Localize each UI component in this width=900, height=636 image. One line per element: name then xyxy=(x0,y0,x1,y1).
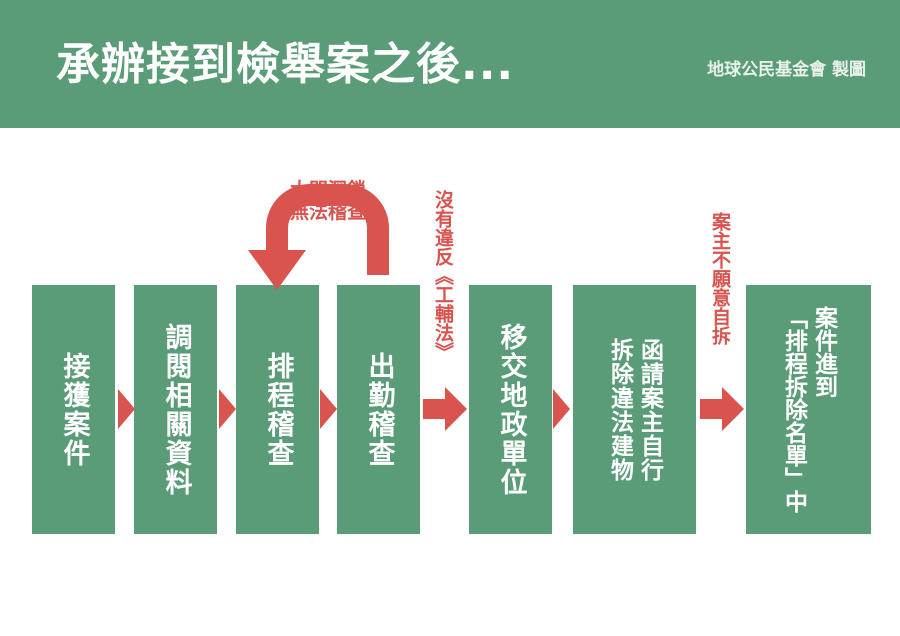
locked-gate-note: 大門深鎖 無法稽查 xyxy=(289,179,366,223)
large-flow-arrow-icon xyxy=(700,387,744,431)
flow-arrow-icon xyxy=(320,389,337,429)
large-flow-arrow-icon xyxy=(423,387,467,431)
flow-arrow-icon xyxy=(219,389,236,429)
step-transfer-land-office-label: 移交地政單位 xyxy=(495,322,527,497)
flow-arrow-icon xyxy=(118,389,135,429)
flow-arrow-icon xyxy=(553,389,570,429)
step-receive-case-label: 接獲案件 xyxy=(58,351,90,468)
step-schedule-inspection: 排程稽查 xyxy=(236,285,319,534)
step-request-self-demolition-label: 函請案主自行拆除違法建物 xyxy=(606,337,663,482)
no-violation-note: 沒有違反《工輔法》 xyxy=(432,190,454,361)
loop-back-arrow-icon xyxy=(248,184,389,290)
credit-text: 地球公民基金會 製圖 xyxy=(707,60,866,80)
step-demolition-schedule-list-label: 案件進到「排程拆除名單」中 xyxy=(780,306,837,513)
owner-refuses-note: 案主不願意自拆 xyxy=(709,212,731,345)
step-transfer-land-office: 移交地政單位 xyxy=(469,285,552,534)
step-receive-case: 接獲案件 xyxy=(32,285,115,534)
step-review-documents-label: 調閱相關資料 xyxy=(160,322,192,497)
step-field-inspection-label: 出勤稽查 xyxy=(363,351,395,468)
step-request-self-demolition: 函請案主自行拆除違法建物 xyxy=(573,285,696,534)
step-review-documents: 調閱相關資料 xyxy=(134,285,217,534)
step-demolition-schedule-list: 案件進到「排程拆除名單」中 xyxy=(746,285,871,534)
page-title: 承辦接到檢舉案之後... xyxy=(56,39,515,90)
step-field-inspection: 出勤稽查 xyxy=(337,285,420,534)
step-schedule-inspection-label: 排程稽查 xyxy=(262,351,294,468)
header-bar: 承辦接到檢舉案之後... 地球公民基金會 製圖 xyxy=(0,0,900,128)
